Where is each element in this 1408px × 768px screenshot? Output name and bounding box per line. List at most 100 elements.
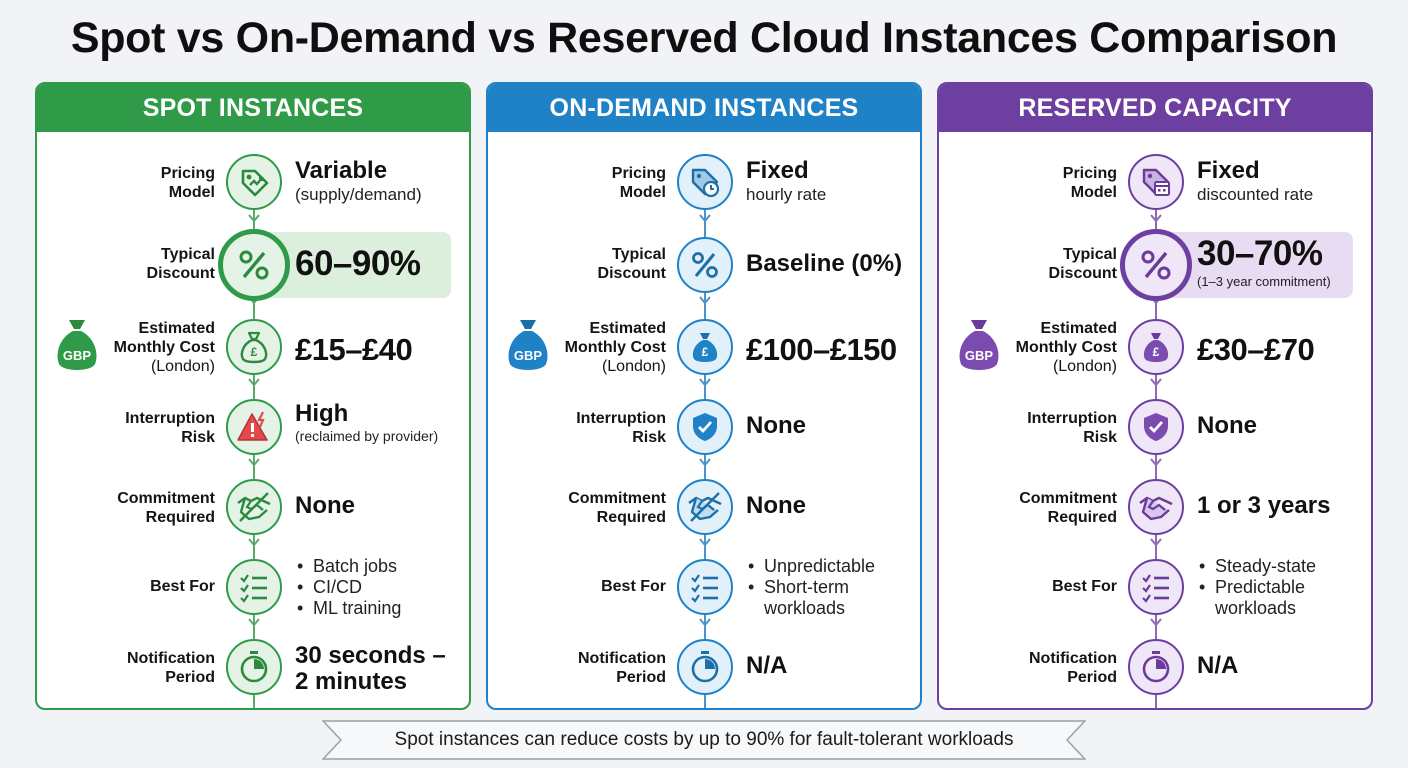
spot-discount-highlight bbox=[267, 232, 451, 298]
page-title: Spot vs On-Demand vs Reserved Cloud Inst… bbox=[70, 14, 1338, 62]
arrow-down-icon bbox=[248, 456, 260, 468]
arrow-down-icon bbox=[1150, 376, 1162, 388]
arrow-down-icon bbox=[699, 294, 711, 306]
spot-notice-value: 30 seconds – 2 minutes bbox=[295, 642, 446, 695]
percent-icon bbox=[677, 237, 733, 293]
list-item: Predictable bbox=[1197, 577, 1316, 598]
reserved-commitment-value: 1 or 3 years bbox=[1197, 492, 1331, 519]
ribbon-shape bbox=[322, 720, 1086, 760]
percent-icon bbox=[1120, 229, 1192, 301]
list-item: Short-term bbox=[746, 577, 875, 598]
stopwatch-icon bbox=[1128, 639, 1184, 695]
on-demand-discount-value: Baseline (0%) bbox=[746, 250, 903, 277]
reserved-header: RESERVED CAPACITY bbox=[939, 84, 1371, 132]
money-bag-icon: £ bbox=[677, 319, 733, 375]
stopwatch-icon bbox=[226, 639, 282, 695]
list-item: ML training bbox=[295, 598, 401, 619]
reserved-pricing-value: Fixed discounted rate bbox=[1197, 157, 1314, 205]
arrow-down-icon bbox=[699, 376, 711, 388]
best-for-label: Best For bbox=[150, 578, 215, 595]
svg-text:GBP: GBP bbox=[63, 348, 92, 363]
checklist-icon bbox=[677, 559, 733, 615]
list-item: Unpredictable bbox=[746, 556, 875, 577]
arrow-down-icon bbox=[699, 456, 711, 468]
arrow-down-icon bbox=[1150, 212, 1162, 224]
arrow-down-icon bbox=[1150, 616, 1162, 628]
warning-icon bbox=[226, 399, 282, 455]
best-for-label: Best For bbox=[1052, 578, 1117, 595]
spot-best-for-list: Batch jobs CI/CD ML training bbox=[295, 556, 401, 619]
arrow-down-icon bbox=[248, 536, 260, 548]
price-tag-calendar-icon bbox=[1128, 154, 1184, 210]
arrow-down-icon bbox=[248, 212, 260, 224]
handshake-icon bbox=[1128, 479, 1184, 535]
svg-text:£: £ bbox=[1153, 345, 1160, 359]
spot-cost-value: £15–£40 bbox=[295, 332, 413, 367]
reserved-risk-value: None bbox=[1197, 412, 1257, 439]
svg-text:GBP: GBP bbox=[965, 348, 994, 363]
stopwatch-icon bbox=[677, 639, 733, 695]
arrow-down-icon bbox=[1150, 536, 1162, 548]
reserved-cost-value: £30–£70 bbox=[1197, 332, 1315, 367]
price-tag-icon bbox=[677, 154, 733, 210]
spot-header: SPOT INSTANCES bbox=[37, 84, 469, 132]
best-for-label: Best For bbox=[601, 578, 666, 595]
spot-risk-value: High (reclaimed by provider) bbox=[295, 400, 439, 445]
gbp-money-bag-icon: GBP bbox=[53, 316, 101, 376]
handshake-icon bbox=[677, 479, 733, 535]
on-demand-connector bbox=[704, 204, 706, 708]
shield-check-icon bbox=[677, 399, 733, 455]
on-demand-commitment-value: None bbox=[746, 492, 806, 519]
arrow-down-icon bbox=[1150, 456, 1162, 468]
gbp-money-bag-icon: GBP bbox=[955, 316, 1003, 376]
svg-text:£: £ bbox=[251, 345, 258, 359]
footer-banner: Spot instances can reduce costs by up to… bbox=[322, 720, 1086, 760]
on-demand-cost-value: £100–£150 bbox=[746, 332, 897, 367]
spot-pricing-value: Variable (supply/demand) bbox=[295, 157, 422, 205]
checklist-icon bbox=[226, 559, 282, 615]
on-demand-notice-value: N/A bbox=[746, 652, 788, 679]
svg-text:£: £ bbox=[702, 345, 709, 359]
money-bag-icon: £ bbox=[1128, 319, 1184, 375]
percent-icon bbox=[218, 229, 290, 301]
reserved-best-for-list: Steady-state Predictable workloads bbox=[1197, 556, 1316, 619]
list-item: Batch jobs bbox=[295, 556, 401, 577]
on-demand-best-for-list: Unpredictable Short-term workloads bbox=[746, 556, 875, 619]
arrow-down-icon bbox=[699, 212, 711, 224]
reserved-connector bbox=[1155, 204, 1157, 708]
svg-text:GBP: GBP bbox=[514, 348, 543, 363]
spot-connector bbox=[253, 204, 255, 708]
arrow-down-icon bbox=[248, 616, 260, 628]
on-demand-header: ON-DEMAND INSTANCES bbox=[488, 84, 920, 132]
list-item: workloads bbox=[1215, 598, 1297, 618]
gbp-money-bag-icon: GBP bbox=[504, 316, 552, 376]
price-tag-icon bbox=[226, 154, 282, 210]
arrow-down-icon bbox=[699, 536, 711, 548]
reserved-discount-highlight bbox=[1169, 232, 1353, 298]
on-demand-risk-value: None bbox=[746, 412, 806, 439]
money-bag-icon: £ bbox=[226, 319, 282, 375]
arrow-down-icon bbox=[699, 616, 711, 628]
spot-commitment-value: None bbox=[295, 492, 355, 519]
reserved-notice-value: N/A bbox=[1197, 652, 1239, 679]
list-item: Steady-state bbox=[1197, 556, 1316, 577]
list-item: CI/CD bbox=[295, 577, 401, 598]
